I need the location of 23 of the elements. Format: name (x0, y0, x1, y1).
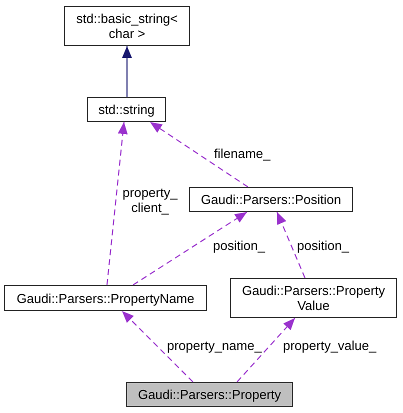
class-box (87, 97, 166, 122)
dashed-arrow (122, 310, 194, 382)
arrow (122, 46, 132, 97)
dashed-arrow (150, 122, 248, 188)
class-box (64, 6, 190, 46)
class-box (230, 278, 397, 318)
edge-label: filename_ (214, 146, 270, 161)
class-box (189, 187, 353, 212)
dashed-arrow (236, 318, 296, 382)
edge-label: property_value_ (283, 338, 376, 353)
class-name: std::basic_string< char > (75, 11, 179, 41)
class-name: Gaudi::Parsers::Position (200, 192, 342, 207)
class-name: Gaudi::Parsers::PropertyName (16, 290, 194, 306)
class-name: Gaudi::Parsers::Property Value (240, 283, 386, 313)
class-box (4, 285, 207, 311)
edge-label: position_ (213, 238, 266, 253)
dashed-arrow (276, 212, 306, 278)
dashed-arrow (132, 212, 248, 286)
dashed-arrow (106, 122, 128, 286)
class-name: Gaudi::Parsers::Property (138, 387, 282, 402)
class-name: std::string (98, 102, 155, 117)
edge-label: position_ (297, 238, 350, 253)
class-box (126, 382, 293, 407)
